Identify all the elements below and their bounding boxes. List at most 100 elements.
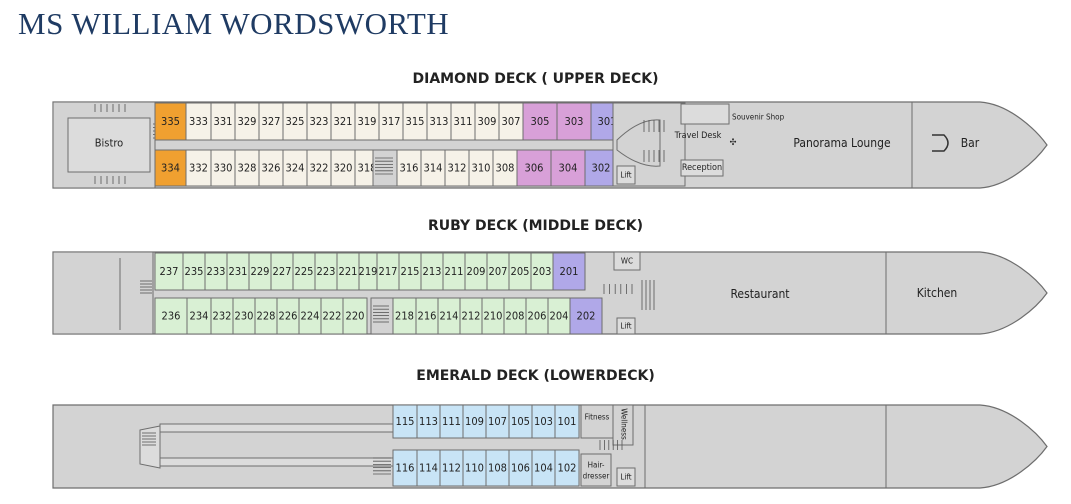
diamond-cabin-306[interactable] [516, 149, 552, 187]
diamond-cabin-332[interactable] [185, 149, 212, 187]
diamond-cabin-303[interactable] [556, 102, 592, 141]
ruby-cabin-label-229: 229 [251, 265, 270, 278]
diamond-cabin-310[interactable] [468, 149, 494, 187]
ruby-cabin-label-203: 203 [533, 265, 552, 278]
diamond-cabin-label-326: 326 [262, 162, 281, 175]
diamond-cabin-label-304: 304 [559, 162, 578, 175]
diamond-cabin-331[interactable] [210, 102, 236, 141]
ruby-cabin-label-214: 214 [440, 310, 459, 323]
travel-desk-label: Travel Desk [674, 131, 722, 141]
diamond-mid-stairs [375, 157, 393, 175]
ruby-cabin-label-216: 216 [418, 310, 437, 323]
wellness-room[interactable] [612, 404, 634, 446]
diamond-cabin-label-303: 303 [565, 115, 584, 128]
ruby-cabin-label-212: 212 [462, 310, 481, 323]
ruby-cabin-202[interactable] [569, 297, 603, 335]
emerald-cabin-label-101: 101 [558, 415, 577, 428]
diamond-cabin-label-313: 313 [430, 115, 449, 128]
diamond-cabin-312[interactable] [444, 149, 470, 187]
ruby-cabin-label-211: 211 [445, 265, 464, 278]
diamond-cabin-329[interactable] [234, 102, 260, 141]
diamond-cabin-314[interactable] [420, 149, 446, 187]
diamond-cabin-label-335: 335 [161, 115, 180, 128]
diamond-cabin-325[interactable] [282, 102, 308, 141]
diamond-cabin-324[interactable] [282, 149, 308, 187]
diamond-cabin-label-316: 316 [400, 162, 419, 175]
diamond-cabin-330[interactable] [210, 149, 236, 187]
diamond-cabin-317[interactable] [378, 102, 404, 141]
diamond-cabin-label-322: 322 [310, 162, 329, 175]
diamond-cabin-label-334: 334 [161, 162, 180, 175]
ruby-cabin-label-223: 223 [317, 265, 336, 278]
diamond-cabin-label-329: 329 [238, 115, 257, 128]
diamond-cabin-304[interactable] [550, 149, 586, 187]
emerald-foyer-stairs [599, 440, 623, 450]
diamond-cabin-323[interactable] [306, 102, 332, 141]
diamond-cabin-label-333: 333 [189, 115, 208, 128]
foyer-stairs-top [643, 120, 665, 132]
emerald-cabin-115[interactable] [392, 404, 418, 439]
diamond-cabin-335[interactable] [154, 102, 187, 141]
diamond-cabin-305[interactable] [522, 102, 558, 141]
diamond-cabin-label-318: 318 [358, 162, 377, 175]
diamond-cabin-320[interactable] [330, 149, 356, 187]
diamond-cabin-label-332: 332 [189, 162, 208, 175]
ruby-cabin-label-204: 204 [550, 310, 569, 323]
ruby-cabin-label-228: 228 [257, 310, 276, 323]
emerald-cabin-102[interactable] [554, 449, 580, 487]
ruby-cabin-label-222: 222 [323, 310, 342, 323]
ruby-cabin-label-227: 227 [273, 265, 292, 278]
ruby-wc-label: WC [621, 257, 633, 266]
diamond-cabin-333[interactable] [185, 102, 212, 141]
ruby-cabin-201[interactable] [552, 252, 586, 291]
diamond-cabin-302[interactable] [584, 149, 618, 187]
diamond-cabin-label-311: 311 [454, 115, 473, 128]
diamond-cabin-316[interactable] [396, 149, 422, 187]
ruby-cabin-label-234: 234 [190, 310, 209, 323]
bistro-upper-stairs [94, 104, 126, 112]
diamond-cabin-label-327: 327 [262, 115, 281, 128]
foyer-staircase [616, 119, 661, 167]
diamond-cabin-label-306: 306 [525, 162, 544, 175]
ruby-cabin-237[interactable] [154, 252, 184, 291]
bistro-lower-stairs [94, 176, 126, 184]
ruby-aft [52, 251, 154, 335]
diamond-cabin-308[interactable] [492, 149, 518, 187]
diamond-cabin-label-325: 325 [286, 115, 305, 128]
ruby-cabin-236[interactable] [154, 297, 188, 335]
emerald-cabin-label-114: 114 [419, 462, 438, 475]
ruby-lift[interactable] [616, 317, 636, 335]
emerald-cabin-label-106: 106 [511, 462, 530, 475]
ruby-cabin-label-213: 213 [423, 265, 442, 278]
emerald-cabin-label-113: 113 [419, 415, 438, 428]
ruby-cabin-label-225: 225 [295, 265, 314, 278]
diamond-lift[interactable] [616, 165, 636, 185]
ruby-cabin-label-217: 217 [379, 265, 398, 278]
diamond-cabin-326[interactable] [258, 149, 284, 187]
emerald-cabin-label-110: 110 [465, 462, 484, 475]
diamond-cabin-label-309: 309 [478, 115, 497, 128]
emerald-cabin-101[interactable] [554, 404, 580, 439]
ruby-cabin-label-205: 205 [511, 265, 530, 278]
emerald-cabin-label-103: 103 [534, 415, 553, 428]
ruby-cabin-label-201: 201 [560, 265, 579, 278]
ruby-cabin-label-207: 207 [489, 265, 508, 278]
emerald-lift[interactable] [616, 467, 636, 487]
diamond-lift-label: Lift [620, 171, 631, 180]
emerald-cabin-label-111: 111 [442, 415, 461, 428]
ruby-cabin-label-215: 215 [401, 265, 420, 278]
hairdresser-room[interactable] [580, 453, 612, 487]
hairdresser-label-2: dresser [583, 472, 610, 481]
diamond-cabin-315[interactable] [402, 102, 428, 141]
diamond-cabin-label-319: 319 [358, 115, 377, 128]
ruby-wc[interactable] [613, 251, 641, 271]
ruby-cabin-220[interactable] [342, 297, 368, 335]
souvenir-shop-label: Souvenir Shop [732, 113, 785, 122]
diamond-cabin-327[interactable] [258, 102, 284, 141]
ruby-cabin-234[interactable] [186, 297, 212, 335]
ruby-cabin-label-233: 233 [207, 265, 226, 278]
kitchen-label: Kitchen [917, 286, 958, 300]
fitness-room[interactable] [580, 404, 614, 439]
diamond-cabin-label-324: 324 [286, 162, 305, 175]
diamond-cabin-322[interactable] [306, 149, 332, 187]
